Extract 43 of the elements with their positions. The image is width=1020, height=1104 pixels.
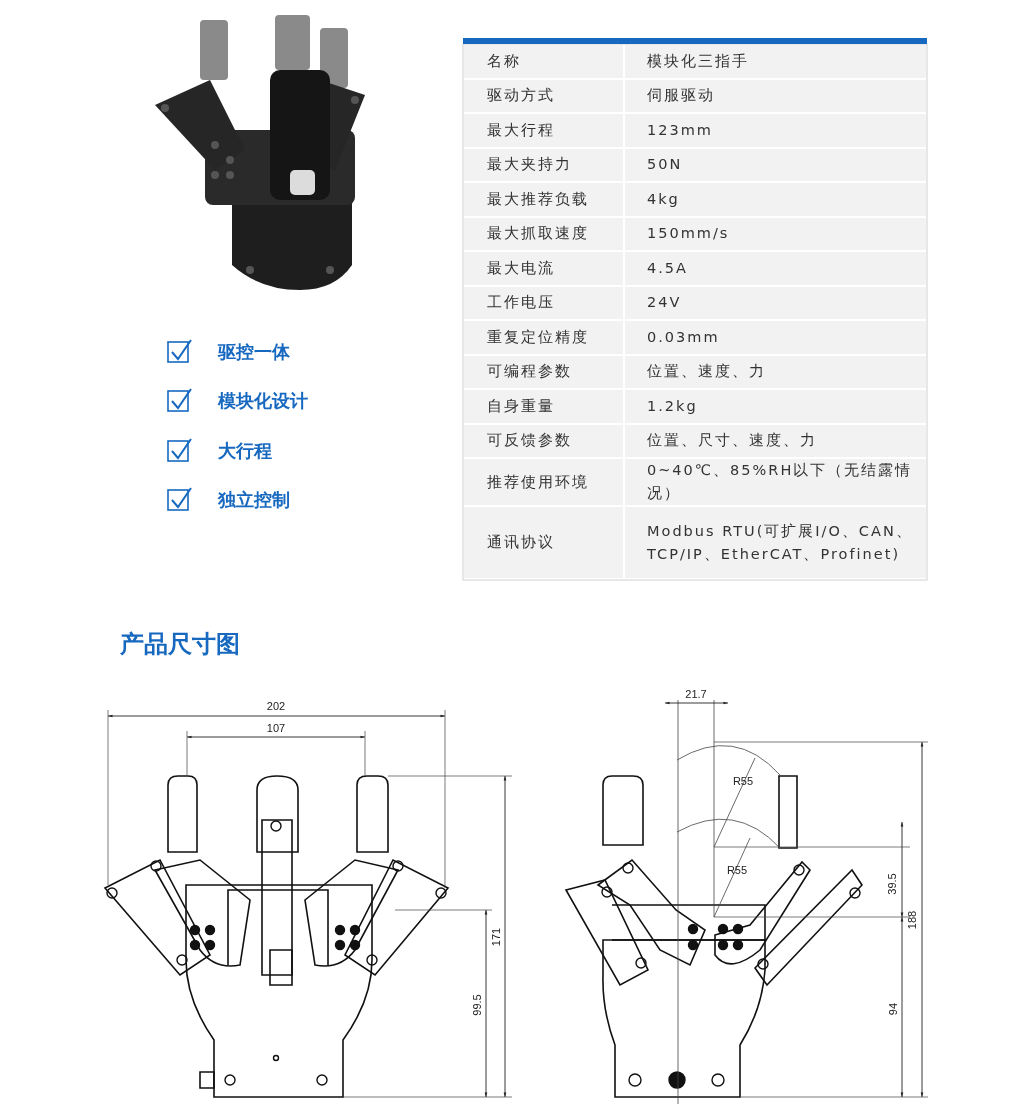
table-cell: 工作电压 <box>464 286 623 319</box>
dimension-label: 94 <box>887 1002 899 1016</box>
dimension-label: 188 <box>906 910 918 930</box>
table-cell: 最大电流 <box>464 252 623 285</box>
dimension-label: 39.5 <box>886 873 898 895</box>
table-cell: 最大夹持力 <box>464 148 623 181</box>
table-cell: 123mm <box>625 114 926 147</box>
table-cell: 可反馈参数 <box>464 424 623 457</box>
table-cell: 4kg <box>625 183 926 216</box>
table-cell: 位置、尺寸、速度、力 <box>625 424 926 457</box>
table-cell: 24V <box>625 286 926 319</box>
table-cell: 通讯协议 <box>464 507 623 578</box>
table-cell: 4.5A <box>625 252 926 285</box>
table-cell: 1.2kg <box>625 390 926 423</box>
table-cell: 150mm/s <box>625 217 926 250</box>
table-cell: 0.03mm <box>625 321 926 354</box>
table-cell: 驱动方式 <box>464 79 623 112</box>
dimension-label: 171 <box>490 927 502 947</box>
table-cell: 位置、速度、力 <box>625 355 926 388</box>
table-cell: 50N <box>625 148 926 181</box>
dimension-label: R55 <box>726 864 748 876</box>
feature-text: 独立控制 <box>218 488 290 512</box>
table-cell: 最大抓取速度 <box>464 217 623 250</box>
table-cell: 推荐使用环境 <box>464 459 623 505</box>
feature-text: 驱控一体 <box>218 340 290 364</box>
table-cell: 伺服驱动 <box>625 79 926 112</box>
table-cell: 名称 <box>464 45 623 78</box>
table-cell: 最大行程 <box>464 114 623 147</box>
table-cell: 0~40℃、85%RH以下（无结露情况） <box>625 459 926 505</box>
table-cell: 最大推荐负载 <box>464 183 623 216</box>
feature-text: 大行程 <box>218 439 272 463</box>
feature-text: 模块化设计 <box>218 389 308 413</box>
dimension-label: 202 <box>266 700 286 712</box>
dimension-label: 107 <box>266 722 286 734</box>
section-heading: 产品尺寸图 <box>120 629 240 660</box>
table-cell: 自身重量 <box>464 390 623 423</box>
table-cell: 重复定位精度 <box>464 321 623 354</box>
dimension-label: 99.5 <box>471 994 483 1016</box>
dimension-label: 21.7 <box>685 688 707 700</box>
table-cell: 模块化三指手 <box>625 45 926 78</box>
table-cell: Modbus RTU(可扩展I/O、CAN、TCP/IP、EtherCAT、Profinet) <box>625 507 926 578</box>
table-cell: 可编程参数 <box>464 355 623 388</box>
dimension-label: R55 <box>732 775 754 787</box>
